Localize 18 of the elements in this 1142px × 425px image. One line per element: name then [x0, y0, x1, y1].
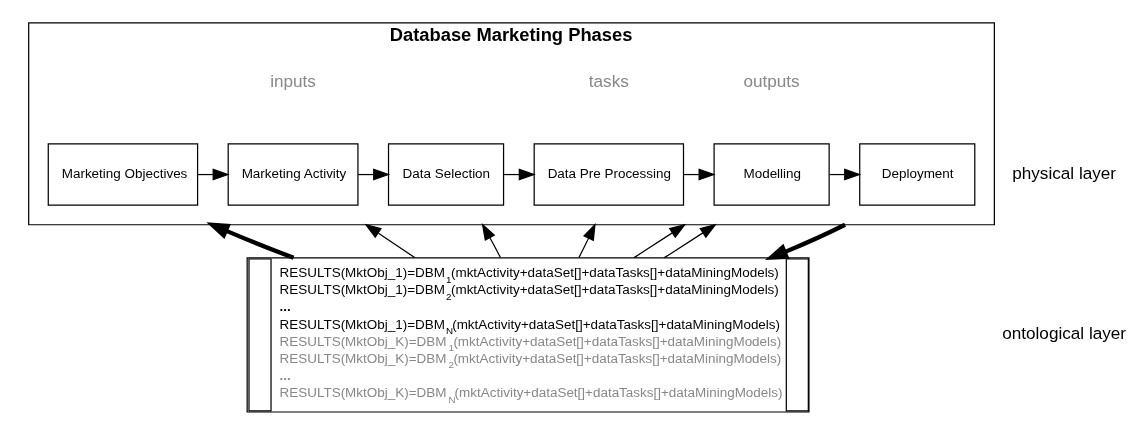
- arrow: [663, 223, 717, 259]
- arrow: [481, 223, 501, 259]
- node-box: Data Pre Processing: [533, 143, 684, 206]
- label: tasks: [588, 70, 629, 91]
- arrow: [633, 223, 686, 259]
- label: inputs: [269, 70, 316, 91]
- node-box: Modelling: [713, 143, 830, 206]
- arrow: [577, 223, 596, 259]
- label: ontological layer: [1001, 323, 1126, 344]
- label: physical layer: [1011, 163, 1116, 184]
- node-box: Data Selection: [387, 143, 504, 206]
- arrow: [363, 223, 415, 259]
- arrow: [764, 222, 846, 261]
- node-box: Marketing Objectives: [47, 143, 198, 206]
- node-box: Marketing Activity: [227, 143, 359, 206]
- node-box: Deployment: [858, 143, 975, 206]
- arrow: [205, 222, 294, 260]
- label: outputs: [743, 70, 800, 91]
